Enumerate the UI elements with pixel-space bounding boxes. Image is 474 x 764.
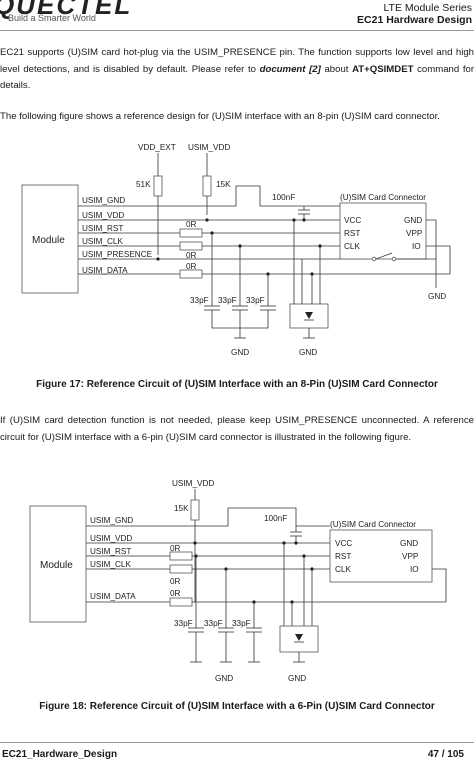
r0-label-rst-6pin: 0R bbox=[170, 544, 181, 553]
para1-text: EC21 supports (U)SIM card hot-plug via t… bbox=[0, 47, 474, 75]
cap-label-1: 33pF bbox=[190, 296, 209, 305]
resistor-15k bbox=[202, 175, 212, 197]
c100-label: 100nF bbox=[272, 193, 295, 202]
pin6-vcc: VCC bbox=[335, 539, 352, 548]
cap6-label-1: 33pF bbox=[174, 619, 193, 628]
vdd-ext-label: VDD_EXT bbox=[138, 143, 176, 152]
resistor-0r-data-6pin bbox=[169, 597, 193, 607]
pin6-io: IO bbox=[410, 565, 419, 574]
resistor-0r-clk bbox=[179, 241, 203, 251]
r0-label-data: 0R bbox=[186, 262, 197, 271]
pin6-rst: RST bbox=[335, 552, 351, 561]
cap6-label-3: 33pF bbox=[232, 619, 251, 628]
r0-label-rst: 0R bbox=[186, 220, 197, 229]
module-label: Module bbox=[32, 235, 65, 246]
gnd-label-caps: GND bbox=[231, 348, 249, 357]
logo-tagline: Build a Smarter World bbox=[8, 13, 96, 23]
sig-usim-data: USIM_DATA bbox=[82, 266, 128, 275]
module-box-6pin bbox=[29, 505, 87, 623]
module-box bbox=[21, 184, 79, 294]
r0-label-clk: 0R bbox=[186, 251, 197, 260]
gnd6-label-caps: GND bbox=[215, 674, 233, 683]
pin-gnd: GND bbox=[404, 216, 422, 225]
pin-vpp: VPP bbox=[406, 229, 423, 238]
para1-end: command for details. bbox=[0, 63, 474, 92]
module-label-6pin: Module bbox=[40, 560, 73, 571]
footer-page-number: 47 / 105 bbox=[427, 749, 464, 760]
header-series: LTE Module Series bbox=[383, 2, 472, 14]
resistor-15k-6pin bbox=[190, 499, 200, 521]
r0-label-data-6pin: 0R bbox=[170, 589, 181, 598]
pin-clk: CLK bbox=[344, 242, 360, 251]
pin-rst: RST bbox=[344, 229, 360, 238]
resistor-0r-clk-6pin bbox=[169, 564, 193, 574]
figure17-schematic: Module VDD_EXT USIM_VDD 51K 15K USIM_GND… bbox=[21, 143, 451, 357]
resistor-0r-data bbox=[179, 269, 203, 279]
usim-vdd-top-label: USIM_VDD bbox=[188, 143, 230, 152]
footer-rule bbox=[0, 742, 474, 743]
sim-connector bbox=[339, 202, 427, 260]
sim-connector-6pin bbox=[329, 529, 433, 583]
gnd-label-tvs: GND bbox=[299, 348, 317, 357]
resistor-51k bbox=[153, 175, 163, 197]
r0-label-clk-6pin: 0R bbox=[170, 577, 181, 586]
sig-usim-vdd: USIM_VDD bbox=[82, 211, 124, 220]
connector-label-6pin: (U)SIM Card Connector bbox=[330, 520, 416, 529]
sig6-usim-gnd: USIM_GND bbox=[90, 516, 133, 525]
sig-usim-presence: USIM_PRESENCE bbox=[82, 250, 153, 259]
r15k-label-6pin: 15K bbox=[174, 504, 189, 513]
cap-label-2: 33pF bbox=[218, 296, 237, 305]
pin-vcc: VCC bbox=[344, 216, 361, 225]
header-rule bbox=[0, 30, 474, 31]
r15k-label: 15K bbox=[216, 180, 231, 189]
para1-about: about bbox=[324, 63, 349, 75]
sig6-usim-vdd: USIM_VDD bbox=[90, 534, 132, 543]
at-command: AT+QSIMDET bbox=[352, 63, 414, 75]
connector-label: (U)SIM Card Connector bbox=[340, 193, 426, 202]
sig6-usim-clk: USIM_CLK bbox=[90, 560, 131, 569]
figure18-caption: Figure 18: Reference Circuit of (U)SIM I… bbox=[39, 701, 435, 712]
header-doc-title: EC21 Hardware Design bbox=[357, 14, 472, 26]
figure17-caption: Figure 17: Reference Circuit of (U)SIM I… bbox=[36, 379, 438, 390]
paragraph-hotplug: EC21 supports (U)SIM card hot-plug via t… bbox=[0, 45, 474, 95]
pin6-gnd: GND bbox=[400, 539, 418, 548]
pin-io: IO bbox=[412, 242, 421, 251]
paragraph-figure18-intro: If (U)SIM card detection function is not… bbox=[0, 415, 474, 443]
gnd-label-connector: GND bbox=[428, 292, 446, 301]
figure18-schematic: Module USIM_VDD 15K USIM_GND USIM_VDD US… bbox=[29, 479, 447, 683]
r51k-label: 51K bbox=[136, 180, 151, 189]
pin6-clk: CLK bbox=[335, 565, 351, 574]
pin6-vpp: VPP bbox=[402, 552, 419, 561]
cap-label-3: 33pF bbox=[246, 296, 265, 305]
resistor-0r-rst bbox=[179, 228, 203, 238]
sig6-usim-data: USIM_DATA bbox=[90, 592, 136, 601]
sig-usim-gnd: USIM_GND bbox=[82, 196, 125, 205]
sig6-usim-rst: USIM_RST bbox=[90, 547, 131, 556]
cap6-label-2: 33pF bbox=[204, 619, 223, 628]
c100-label-6pin: 100nF bbox=[264, 514, 287, 523]
paragraph-figure17-intro: The following figure shows a reference d… bbox=[0, 111, 440, 122]
footer-doc-name: EC21_Hardware_Design bbox=[2, 749, 118, 760]
usim-vdd-top-label-6pin: USIM_VDD bbox=[172, 479, 214, 488]
company-logo: QUECTEL bbox=[0, 0, 133, 20]
document-reference: document [2] bbox=[259, 63, 321, 75]
sig-usim-rst: USIM_RST bbox=[82, 224, 123, 233]
resistor-0r-rst-6pin bbox=[169, 551, 193, 561]
gnd6-label-tvs: GND bbox=[288, 674, 306, 683]
sig-usim-clk: USIM_CLK bbox=[82, 237, 123, 246]
